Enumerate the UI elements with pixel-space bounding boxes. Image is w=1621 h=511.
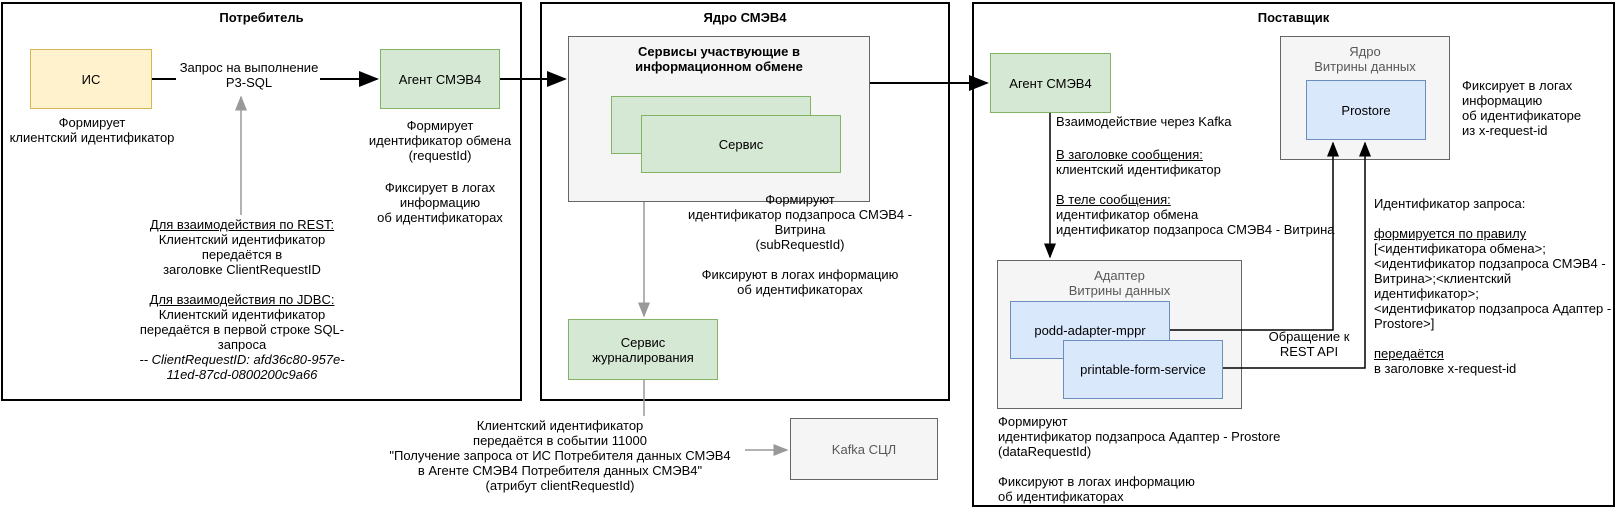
consumer-agent-note-2: Фиксирует в логах информацию об идентифи… (377, 180, 503, 225)
rest-body: Клиентский идентификатор передаётся в за… (158, 232, 326, 277)
printable-form-service-box: printable-form-service (1063, 340, 1223, 399)
jdbc-heading: Для взаимодействия по JDBC: (149, 292, 335, 307)
vd-core-box-title: Ядро Витрины данных (1314, 44, 1416, 74)
rule-heading: формируется по правилу (1374, 226, 1527, 241)
request-id-note: Идентификатор запроса: формируется по пр… (1374, 196, 1619, 376)
rule-body: [<идентификатора обмена>; <идентификатор… (1374, 241, 1612, 331)
consumer-agent-box: Агент СМЭВ4 (380, 49, 500, 109)
request-edge-label: Запрос на выполнение P3-SQL (179, 60, 319, 90)
service-box: Сервис (641, 115, 841, 173)
pass-body: в заголовке x-request-id (1374, 361, 1517, 376)
message-body-body: идентификатор обмена идентификатор подза… (1056, 207, 1335, 237)
consumer-section-title: Потребитель (219, 10, 304, 25)
spacer (1374, 211, 1619, 226)
event-note: Клиентский идентификатор передаётся в со… (389, 418, 731, 493)
jdbc-body: Клиентский идентификатор передаётся в пе… (139, 307, 345, 352)
services-box-title: Сервисы участвующие в информационном обм… (635, 44, 803, 74)
jdbc-example: -- ClientRequestID: afd36c80-957e- 11ed-… (139, 352, 345, 382)
is-note: Формирует клиентский идентификатор (9, 115, 175, 145)
rest-api-edge-label: Обращение к REST API (1268, 329, 1350, 359)
message-body-heading: В теле сообщения: (1056, 192, 1171, 207)
spacer (1374, 331, 1619, 346)
message-header-body: клиентский идентификатор (1056, 162, 1221, 177)
rest-jdbc-note: Для взаимодействия по REST: Клиентский и… (132, 217, 352, 382)
prostore-box: Prostore (1306, 80, 1426, 140)
spacer (132, 277, 352, 292)
request-id-title: Идентификатор запроса: (1374, 196, 1526, 211)
consumer-agent-note-1: Формирует идентификатор обмена (requestI… (368, 118, 512, 163)
core-section-title: Ядро СМЭВ4 (703, 10, 787, 25)
pass-heading: передаётся (1374, 346, 1444, 361)
services-note-2: Фиксируют в логах информацию об идентифи… (701, 267, 899, 297)
message-body-note: В теле сообщения: идентификатор обмена и… (1056, 192, 1356, 237)
journal-service-box: Сервис журналирования (568, 319, 718, 380)
adapter-note-2: Фиксируют в логах информацию об идентифи… (998, 474, 1195, 504)
rest-heading: Для взаимодействия по REST: (149, 217, 335, 232)
services-note-1: Формируют идентификатор подзапроса СМЭВ4… (687, 192, 913, 252)
is-box: ИС (30, 49, 152, 109)
prostore-note: Фиксирует в логах информацию об идентифи… (1462, 78, 1582, 138)
provider-section-title: Поставщик (1257, 10, 1330, 25)
adapter-note-1: Формируют идентификатор подзапроса Адапт… (998, 414, 1281, 459)
kafka-scl-box: Kafka СЦЛ (790, 418, 938, 480)
message-header-heading: В заголовке сообщения: (1056, 147, 1203, 162)
kafka-interaction-note: Взаимодействие через Kafka (1056, 114, 1232, 129)
adapter-box-title: Адаптер Витрины данных (1068, 268, 1171, 298)
provider-agent-box: Агент СМЭВ4 (990, 53, 1111, 113)
